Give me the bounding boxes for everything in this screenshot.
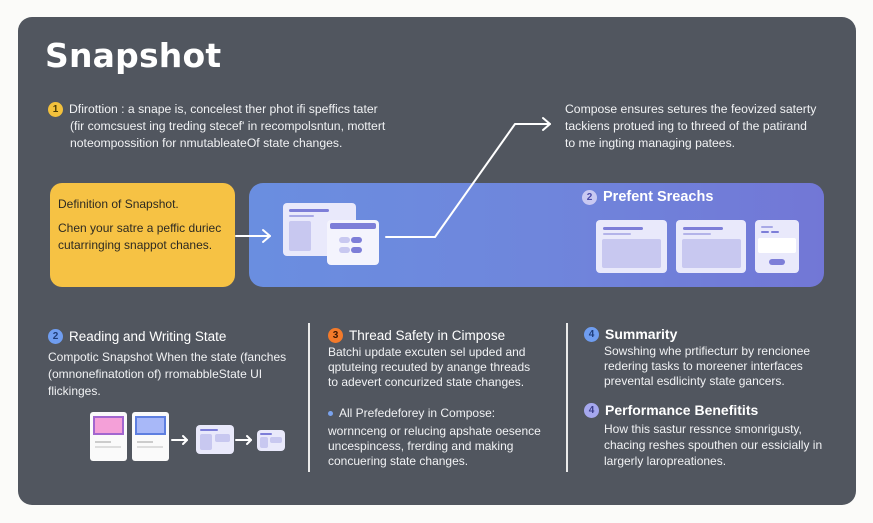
top-right-line-3: to me ingting managing patees. xyxy=(565,136,736,150)
section-line: qptuteing recuuted by anange threads xyxy=(328,360,531,374)
definition-card-line-1: Chen your satre a peffic duriec xyxy=(58,221,222,235)
button-icon xyxy=(769,259,785,265)
intro-line-3: noteompossition for nmutableateOf state … xyxy=(70,136,343,150)
screen-card-icon xyxy=(596,220,667,273)
page-title: Snapshot xyxy=(45,36,222,75)
dialog-card-icon xyxy=(755,220,799,273)
step-badge-4: 4 xyxy=(584,402,599,418)
section-thread-safety: 3 Thread Safety in Cimpose Batchi update … xyxy=(328,328,568,469)
arrow-head-icon xyxy=(262,229,271,243)
compose-ensures-text: Compose ensures setures the feovized sat… xyxy=(565,101,835,152)
state-card-icon xyxy=(90,412,127,461)
section-line: largerly laropreationes. xyxy=(604,454,727,468)
section-line: How this sastur ressnce smonrigusty, xyxy=(604,422,802,436)
section-line: prevental esdlicinty state gancers. xyxy=(604,374,785,388)
definition-card: Definition of Snapshot. Chen your satre … xyxy=(50,183,235,287)
divider xyxy=(308,323,310,472)
step-badge-2: 2 xyxy=(48,329,63,344)
section-line: (omnonefinatotion of) rromabbleState UI xyxy=(48,367,263,381)
section-line: wornnceng or relucing apshate oesence xyxy=(328,424,541,438)
section-performance: 4 Performance Benefitits How this sastur … xyxy=(584,402,844,469)
bullet-heading: All Prefedeforey in Compose: xyxy=(339,406,496,420)
section-line: Sowshing whe prtifiecturr by rencionee xyxy=(604,344,811,358)
definition-card-body: Chen your satre a peffic duriec cutarrin… xyxy=(58,220,233,254)
section-heading: Performance Benefitits xyxy=(605,402,759,418)
section-line: uncespincess, frerding and making xyxy=(328,439,514,453)
blue-panel-title-text: Prefent Sreachs xyxy=(603,189,714,205)
arrow-head-icon xyxy=(182,435,188,445)
section-line: flickinges. xyxy=(48,384,101,398)
ui-window-icon xyxy=(257,430,285,451)
section-line: concuering state changes. xyxy=(328,454,469,468)
top-right-line-1: Compose ensures setures the feovized sat… xyxy=(565,102,817,116)
toggle-icon xyxy=(351,237,362,243)
section-summary: 4 Summarity Sowshing whe prtifiecturr by … xyxy=(584,326,844,389)
section-line: redering tasks to moreener interfaces xyxy=(604,359,803,373)
section-heading: Summarity xyxy=(605,326,678,342)
state-card-icon xyxy=(132,412,169,461)
section-line: to adevert concurized state changes. xyxy=(328,375,525,389)
ui-dialog-icon xyxy=(327,220,379,265)
top-right-line-2: tackiens protued ing to threed of the pa… xyxy=(565,119,807,133)
divider xyxy=(566,323,568,472)
step-badge-4: 4 xyxy=(584,326,599,342)
intro-line-2: (fir comcsuest ing treding stecef' in re… xyxy=(70,119,386,133)
arrow-head-icon xyxy=(542,117,551,131)
section-heading: Thread Safety in Cimpose xyxy=(349,328,506,343)
bullet-icon xyxy=(328,411,333,417)
step-badge-1: 1 xyxy=(48,102,63,117)
blue-panel-title: 2 Prefent Sreachs xyxy=(582,189,713,205)
section-line: chacing reshes spouthen our essicially i… xyxy=(604,438,823,452)
section-line: Batchi update excuten sel upded and xyxy=(328,345,526,359)
section-line: Compotic Snapshot When the state (fanche… xyxy=(48,350,287,364)
intro-line-1: Dfirottion : a snape is, concelest ther … xyxy=(69,102,378,116)
screen-card-icon xyxy=(676,220,746,273)
toggle-icon xyxy=(351,247,362,253)
connector-line-icon xyxy=(385,123,551,238)
section-heading: Reading and Writing State xyxy=(69,329,227,344)
definition-card-line-2: cutarringing snappot chanes. xyxy=(58,238,213,252)
section-reading-writing: 2 Reading and Writing State Compotic Snap… xyxy=(48,329,298,400)
ui-window-icon xyxy=(196,425,234,454)
intro-definition: 1 Dfirottion : a snape is, concelest ther… xyxy=(48,101,418,152)
arrow-head-icon xyxy=(246,435,252,445)
step-badge-3: 3 xyxy=(328,328,343,343)
definition-card-heading: Definition of Snapshot. xyxy=(58,197,179,211)
step-badge-2: 2 xyxy=(582,189,597,205)
